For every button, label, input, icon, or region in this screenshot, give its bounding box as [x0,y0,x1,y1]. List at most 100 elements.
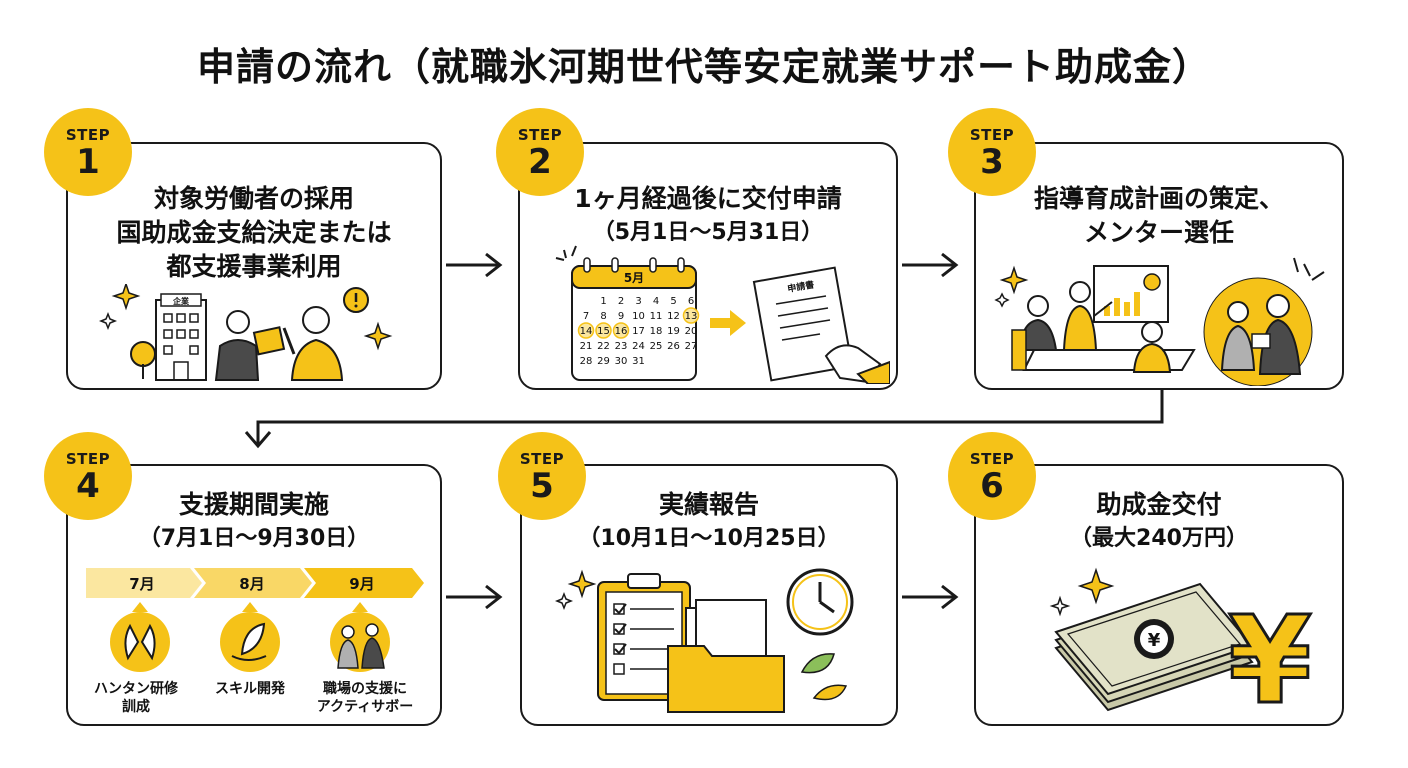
sparkle-icon [111,284,141,311]
calendar-icon [571,257,697,381]
step-2-badge: STEP 2 [496,108,584,196]
sparkle-icon [567,569,597,599]
calendar-day: 30 [615,356,628,367]
step-6-label: STEP [969,450,1015,468]
step-3-card: 指導育成計画の策定、 メンター選任 [974,142,1344,390]
calendar-day: 8 [600,311,606,322]
sparkle-icon [999,265,1029,295]
arrow-right-icon [446,252,503,278]
timeline-bar [86,568,424,598]
clapping-hands-icon [110,602,170,672]
step-2-title: 1ヶ月経過後に交付申請 [574,184,842,213]
application-document-icon [752,266,854,382]
timeline-label-8-line-1: スキル開発 [215,681,285,697]
sparkle-icon [554,591,574,611]
step-4-badge: STEP 4 [44,432,132,520]
step-3-title-line-1: 指導育成計画の策定、 [1033,184,1284,213]
step-3-badge: STEP 3 [948,108,1036,196]
yen-icon: ¥ [1228,592,1312,722]
step-5-label: STEP [519,450,565,468]
job-seeker-icon [282,306,344,381]
businessman-icon [214,310,286,381]
presentation-board-icon [1093,265,1169,323]
step-5-illustration [554,568,854,713]
arrow-right-icon [710,310,746,336]
calendar-day: 1 [600,296,606,307]
step-6-illustration: ¥ ¥ [1049,567,1313,722]
calendar-day: 21 [580,341,593,352]
step-1-title-line-3: 都支援事業利用 [166,252,342,281]
calendar-day-highlight [577,322,595,339]
calendar-day: 27 [685,341,698,352]
step-5-number: 5 [530,466,554,506]
step-1-illustration: 企業 [98,284,393,381]
calendar-day-highlight [682,307,700,324]
calendar-day: 14 [580,326,593,337]
mentor-icon [1203,277,1313,386]
calendar-day: 24 [632,341,645,352]
step-4-label: STEP [65,450,111,468]
step-4-number: 4 [76,466,100,506]
step-5-card: 実績報告 （10月1日〜10月25日） [520,464,898,726]
step-6-number: 6 [980,466,1004,506]
step-4-period: （7月1日〜9月30日） [138,526,370,551]
calendar-day: 15 [597,326,610,337]
step-3-label: STEP [969,126,1015,144]
page-title: 申請の流れ（就職氷河期世代等安定就業サポート助成金） [196,45,1211,89]
leaf-icon [800,653,848,701]
calendar-day: 5 [670,296,676,307]
tree-icon [130,341,156,367]
calendar-day: 23 [615,341,628,352]
timeline-month-8: 8月 [239,575,265,593]
timeline-month-7: 7月 [129,575,155,593]
calendar-day-highlight [612,322,630,339]
timeline-label-7-line-1: ハンタン研修 [94,681,178,697]
arrow-right-icon [902,584,959,610]
growth-leaf-icon [220,602,280,672]
calendar-day: 11 [650,311,663,322]
step-1-label: STEP [65,126,111,144]
banknotes-icon: ¥ [1054,582,1254,712]
meeting-person-icon [1011,295,1058,371]
clock-icon [786,568,854,636]
sparkle-icon [994,292,1010,308]
step-6-title: 助成金交付 [1096,490,1222,519]
hand-icon [824,344,890,384]
step-2-number: 2 [528,142,552,182]
calendar-day: 29 [597,356,610,367]
step-1-title-line-2: 国助成金支給決定または [116,218,392,247]
step-1-number: 1 [76,142,100,182]
calendar-day: 28 [580,356,593,367]
step-5-period: （10月1日〜10月25日） [578,526,840,551]
step-6-badge: STEP 6 [948,432,1036,520]
step-3-illustration [994,257,1325,386]
timeline-label-7: ハンタン研修 訓成 [78,680,194,716]
calendar-day: 6 [688,296,694,307]
calendar-day: 19 [667,326,680,337]
timeline-label-7-line-2: 訓成 [122,699,150,715]
step-6-amount: （最大240万円） [1070,526,1248,551]
exclamation-bubble-icon [343,287,369,313]
step-3-number: 3 [980,142,1004,182]
step-4-card: 支援期間実施 （7月1日〜9月30日） 7月 8月 9月 ハンタン研修 訓成 ス… [66,464,442,726]
folder-icon [667,645,785,713]
sparkle-icon [98,311,118,331]
building-sign: 企業 [172,296,190,306]
step-5-badge: STEP 5 [498,432,586,520]
calendar-day: 12 [667,311,680,322]
arrow-right-icon [902,252,959,278]
calendar-day: 9 [618,311,624,322]
calendar-day: 16 [615,326,628,337]
presenter-icon [1062,281,1113,351]
handshake-icon [330,602,390,672]
step-1-card: 対象労働者の採用 国助成金支給決定または 都支援事業利用 企業 [66,142,442,390]
timeline-month-9: 9月 [349,575,375,593]
calendar-day: 13 [685,311,698,322]
calendar-day: 17 [632,326,645,337]
calendar-day: 25 [650,341,663,352]
step-6-card: 助成金交付 （最大240万円） ¥ ¥ [974,464,1344,726]
step-1-badge: STEP 1 [44,108,132,196]
sparkle-icon [1077,567,1115,605]
